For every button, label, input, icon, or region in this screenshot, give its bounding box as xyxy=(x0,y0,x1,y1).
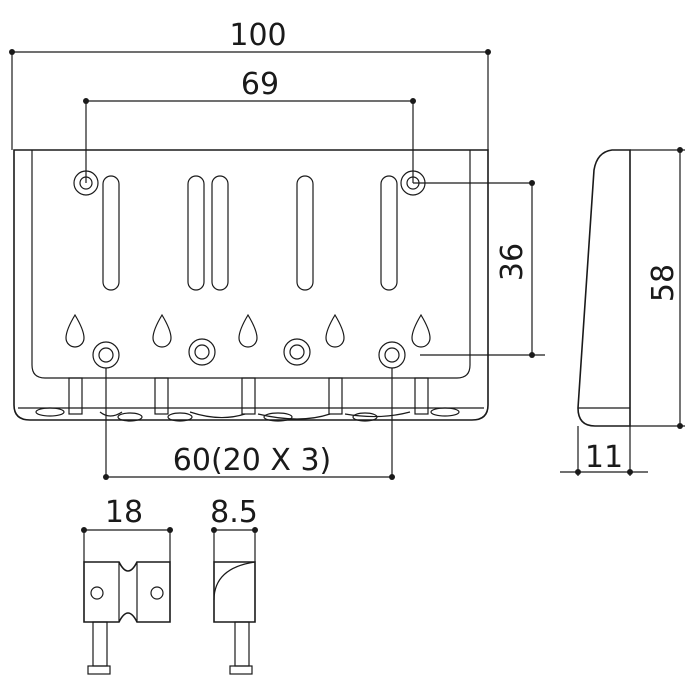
saddle-screws xyxy=(92,338,406,369)
dimension-label-side-height: 58 xyxy=(646,264,681,302)
saddle-front-view xyxy=(83,561,171,675)
dimension-label-saddle-width: 18 xyxy=(105,495,143,530)
dimension-saddle-width: 18 xyxy=(81,495,173,562)
dimension-label-saddle-depth: 8.5 xyxy=(210,495,258,530)
dimension-label-mount-spacing: 69 xyxy=(241,67,279,102)
string-ferrules xyxy=(65,313,431,348)
dimension-saddle-spacing: 60(20 X 3) xyxy=(103,368,395,480)
dimension-saddle-depth: 8.5 xyxy=(210,495,258,562)
string-slots xyxy=(102,175,398,291)
saddle-bottoms xyxy=(35,407,460,422)
dimension-height-spacing: 36 xyxy=(413,180,545,358)
dimension-label-saddle-spacing: 60(20 X 3) xyxy=(173,443,331,478)
dimension-label-overall-width: 100 xyxy=(229,18,286,53)
dimension-side-height: 58 xyxy=(630,147,685,429)
dimension-label-height-spacing: 36 xyxy=(495,243,530,281)
dimension-mount-spacing: 69 xyxy=(83,67,416,183)
mount-hole-left xyxy=(73,170,99,196)
dimension-side-depth: 11 xyxy=(560,426,648,476)
dimension-overall-width: 100 xyxy=(9,18,491,150)
saddle-posts xyxy=(68,377,429,415)
dimension-label-side-depth: 11 xyxy=(585,440,623,475)
bridge-front-view xyxy=(13,149,489,422)
saddle-side-view xyxy=(213,561,256,675)
bridge-side-view xyxy=(577,149,631,427)
